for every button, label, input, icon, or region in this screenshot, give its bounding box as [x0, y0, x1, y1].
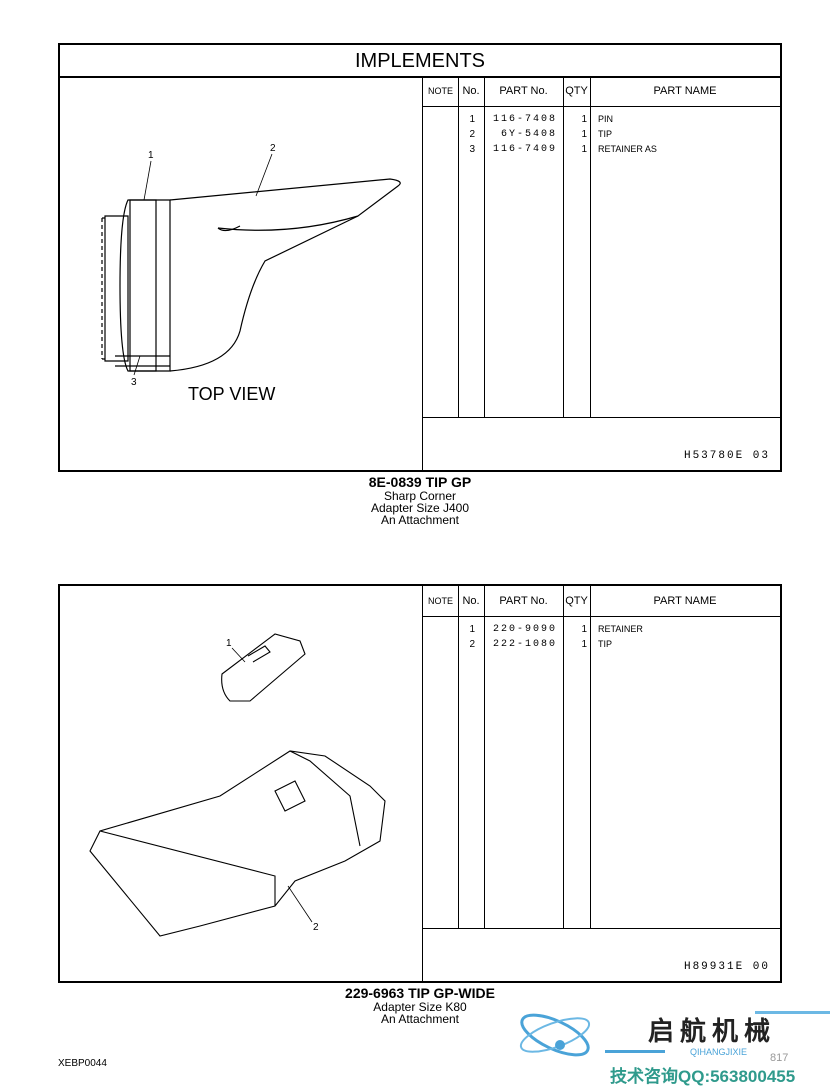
caption-line: An Attachment: [380, 513, 460, 527]
caption-line: Sharp Corner: [383, 489, 457, 503]
header-part-no: PART No.: [499, 595, 548, 607]
section-1-box: IMPLEMENTS 1 2 3 TOP VIEW NOTE No. PART …: [58, 43, 782, 472]
header-no: No.: [462, 85, 480, 97]
callout-1: 1: [148, 150, 154, 161]
header-qty: QTY: [565, 85, 588, 97]
callout-3: 3: [131, 377, 137, 388]
caption-title: 229-6963 TIP GP-WIDE: [345, 985, 495, 1001]
header-no: No.: [462, 595, 480, 607]
caption-title: 8E-0839 TIP GP: [368, 474, 472, 490]
header-note: NOTE: [427, 596, 453, 606]
tip-wide-drawing: 1 2: [89, 633, 386, 937]
caption-line: An Attachment: [380, 1012, 460, 1026]
caption-line: Adapter Size J400: [370, 501, 470, 515]
watermark-pinyin: QIHANGJIXIE: [690, 1047, 748, 1057]
header-note: NOTE: [427, 86, 453, 96]
header-qty: QTY: [565, 595, 588, 607]
section-2-caption: 229-6963 TIP GP-WIDE Adapter Size K80 An…: [0, 985, 840, 1026]
document-code: XEBP0044: [58, 1058, 107, 1069]
header-part-no: PART No.: [499, 85, 548, 97]
watermark-logo-icon: [519, 1013, 591, 1057]
header-part-name: PART NAME: [653, 595, 717, 607]
tip-top-view-drawing: 1 2 3 TOP VIEW: [101, 143, 401, 404]
view-label: TOP VIEW: [188, 384, 275, 404]
illustration-code: H89931E 00: [683, 961, 770, 973]
watermark-name: 启航机械: [648, 1016, 777, 1046]
callout-2: 2: [270, 143, 276, 154]
illustration-code: H53780E 03: [683, 450, 770, 462]
header-part-name: PART NAME: [653, 85, 717, 97]
watermark-contact: 技术咨询QQ:563800455: [610, 1067, 796, 1086]
callout-2: 2: [313, 922, 319, 933]
callout-1: 1: [226, 638, 232, 649]
caption-line: Adapter Size K80: [373, 1000, 467, 1014]
section-1-caption: 8E-0839 TIP GP Sharp Corner Adapter Size…: [0, 474, 840, 527]
section-title: IMPLEMENTS: [60, 45, 780, 78]
page-number: 817: [770, 1052, 789, 1064]
